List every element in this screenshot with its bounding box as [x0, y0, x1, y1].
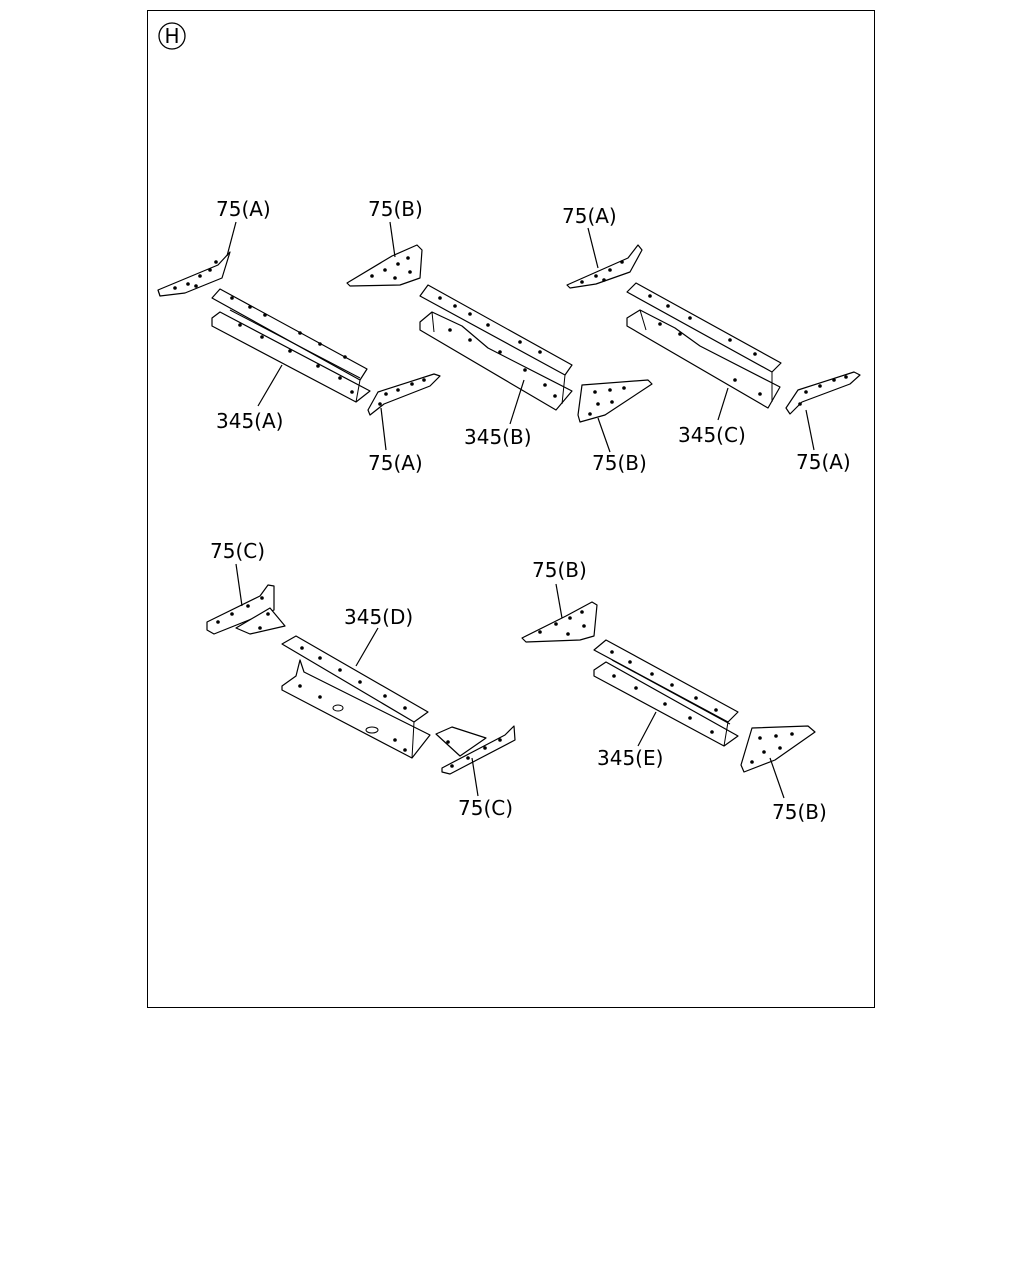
bracket-75b-top-g5 [521, 601, 598, 643]
bracket-75c-bottom-g4 [435, 725, 516, 775]
callout-g4-beam: 345(D) [344, 605, 413, 629]
callout-g5-beam: 345(E) [597, 746, 663, 770]
callout-g1-beam: 345(A) [216, 409, 283, 433]
bracket-75b-bottom-g2 [577, 379, 653, 423]
callout-g3-beam: 345(C) [678, 423, 746, 447]
bracket-75b-bottom-g5 [740, 725, 816, 773]
callout-g4-bottom: 75(C) [458, 796, 513, 820]
beam-345d [281, 635, 431, 759]
group-345e: 75(B) 345(E) 75(B) [521, 558, 827, 824]
group-345d: 75(C) 345(D) 75(C) [206, 539, 516, 820]
callout-g4-top: 75(C) [210, 539, 265, 563]
diagram-frame [147, 10, 875, 1008]
callout-g5-bottom: 75(B) [772, 800, 827, 824]
beam-345c [626, 282, 782, 409]
section-mark: H [158, 22, 186, 50]
bracket-75a-bottom-g1 [367, 373, 441, 416]
bracket-75b-top-g2 [346, 244, 423, 287]
callout-g2-top: 75(B) [368, 197, 423, 221]
callout-g5-top: 75(B) [532, 558, 587, 582]
callout-g2-bottom: 75(B) [592, 451, 647, 475]
callout-g3-bottom: 75(A) [796, 450, 851, 474]
bracket-75c-top-g4 [206, 584, 286, 635]
section-mark-label: H [164, 24, 179, 48]
bracket-75a-bottom-g3 [785, 371, 861, 415]
group-345c: 75(A) 345(C) 75(A) [562, 204, 861, 474]
callout-g1-bottom: 75(A) [368, 451, 423, 475]
callout-g1-top: 75(A) [216, 197, 271, 221]
beam-345b [419, 284, 573, 411]
bracket-75a-top-g1 [157, 251, 231, 297]
beam-345e [593, 639, 739, 747]
callout-g2-beam: 345(B) [464, 425, 532, 449]
group-345b: 75(B) 345(B) 75(B) [346, 197, 653, 475]
callout-g3-top: 75(A) [562, 204, 617, 228]
beam-345a [211, 288, 371, 403]
bracket-75a-top-g3 [566, 244, 643, 289]
group-345a: 75(A) 345(A) 75(A) [157, 197, 441, 475]
